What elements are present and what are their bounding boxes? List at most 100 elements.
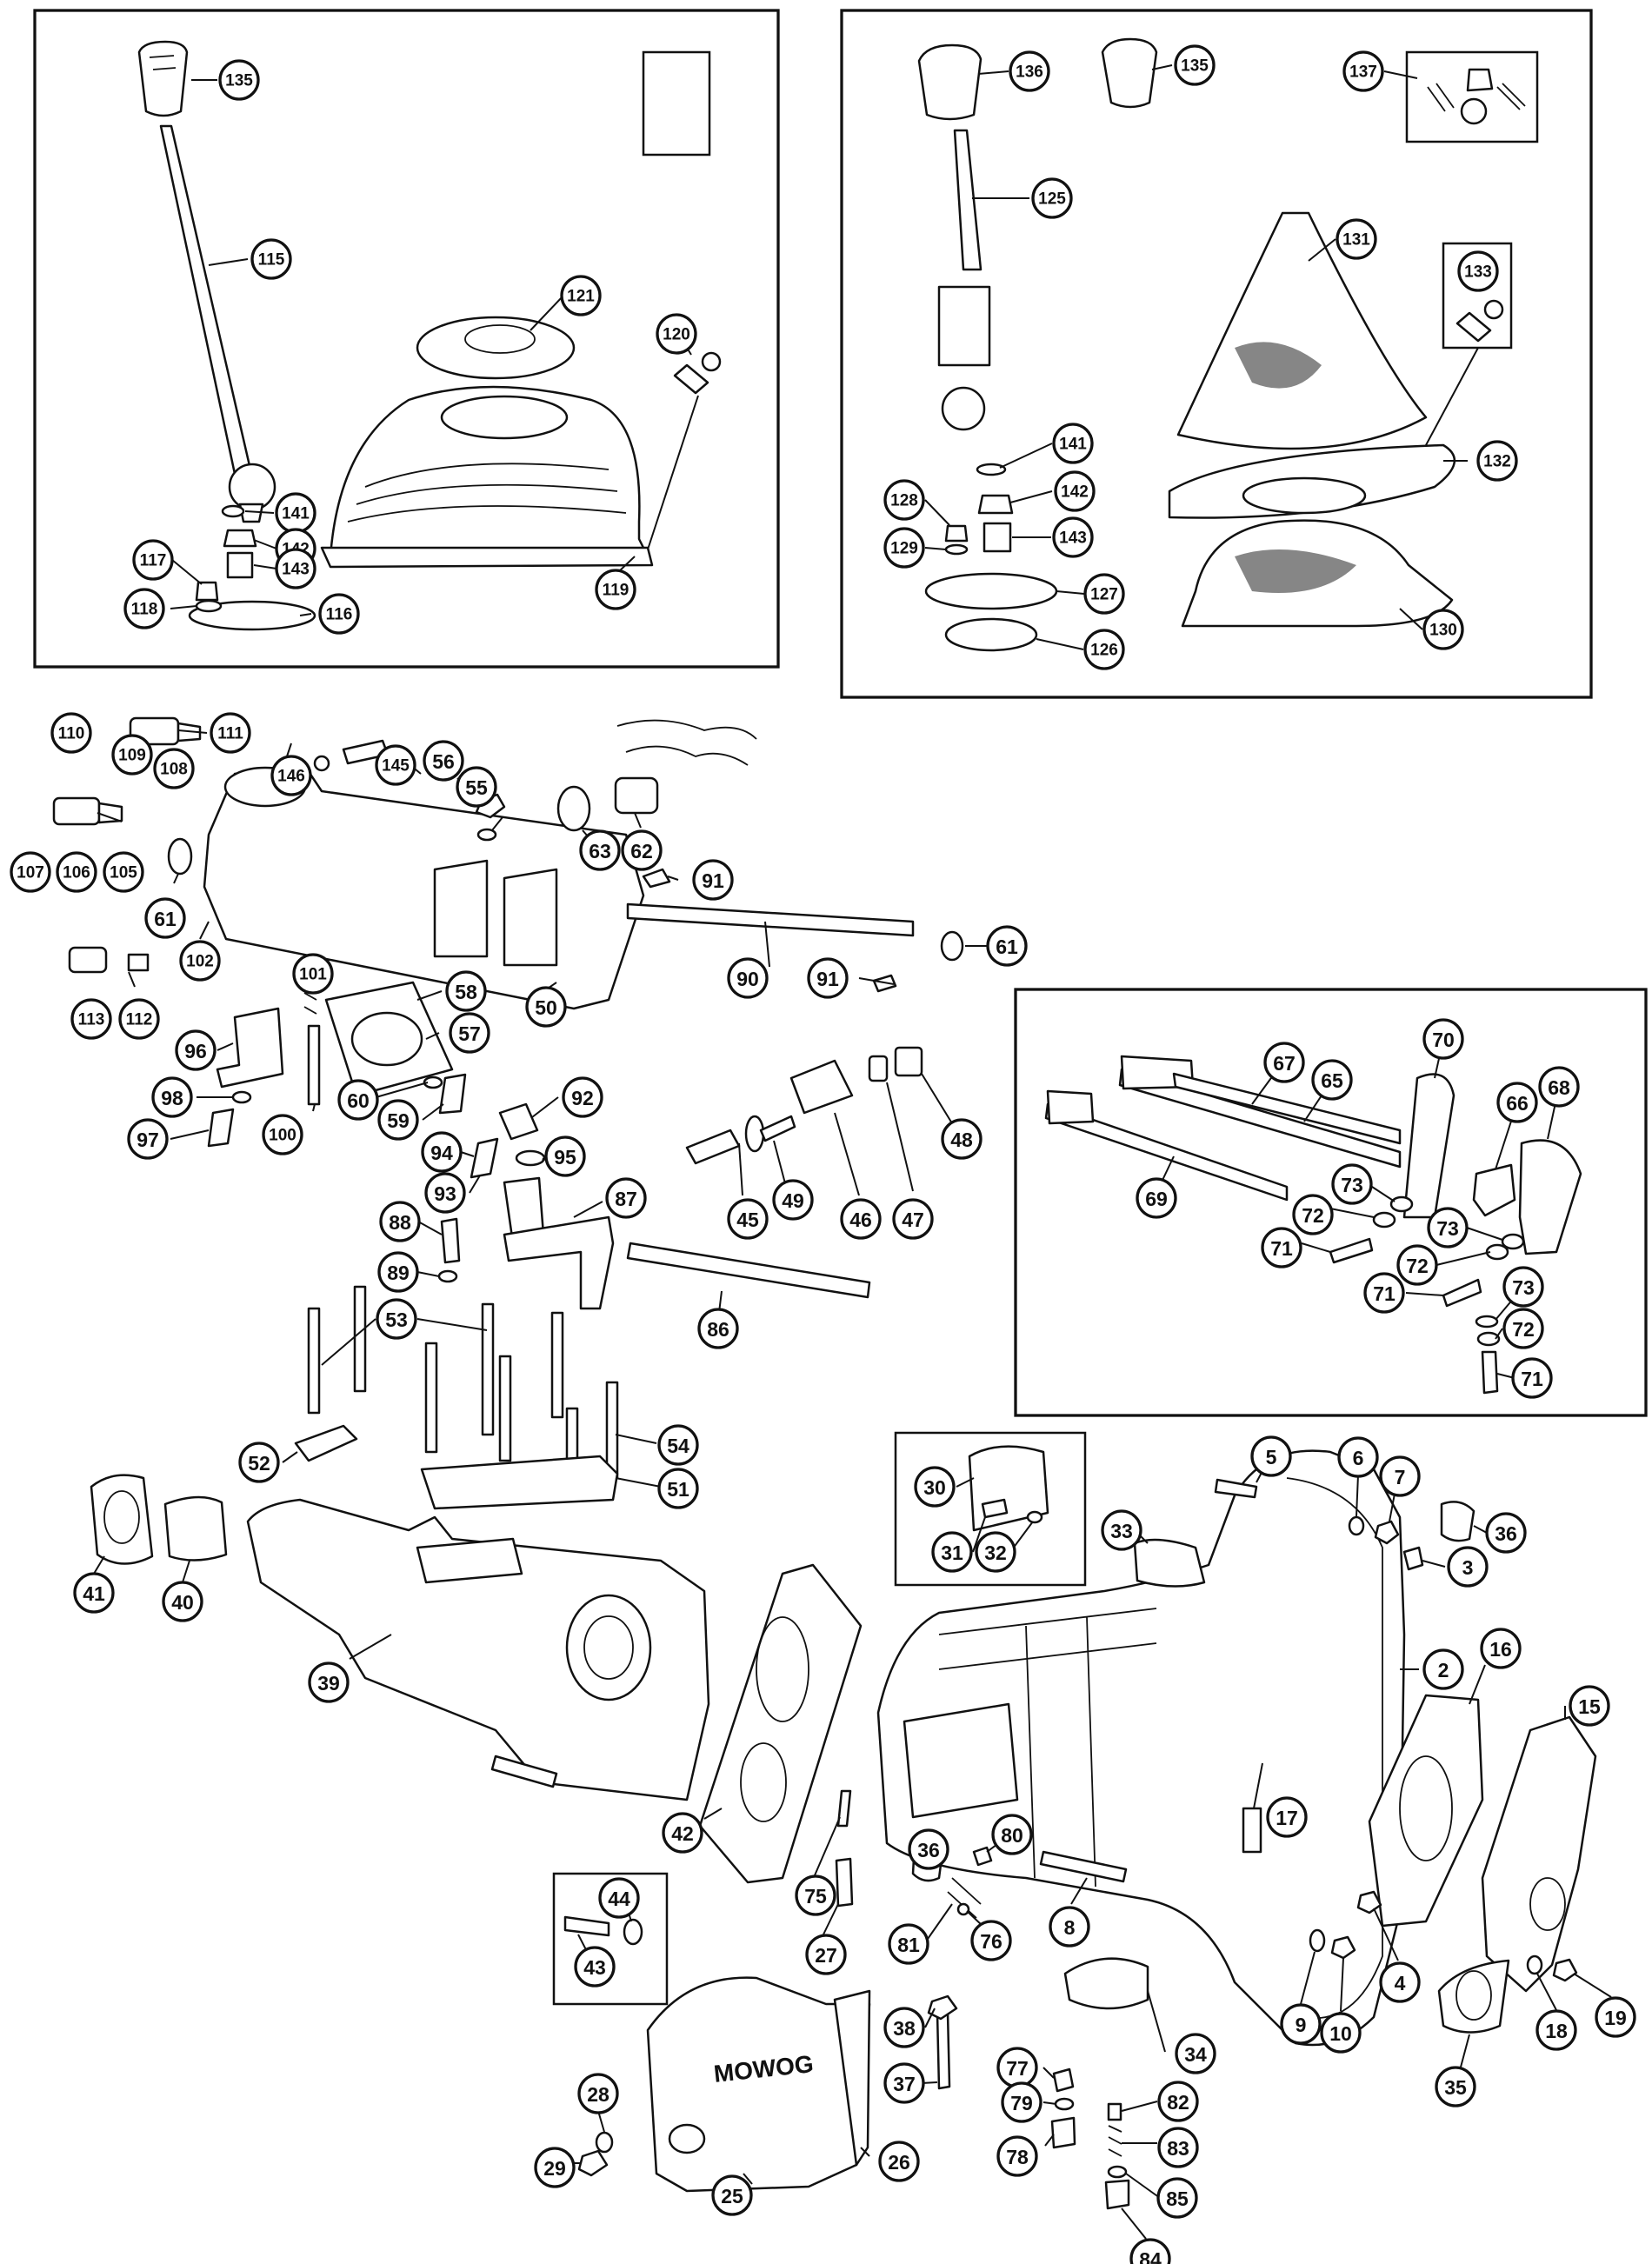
callout-label: 33 [1110,1520,1133,1542]
callout-circle [525,986,567,1028]
callout-circle [996,2135,1038,2177]
callout-circle [975,1531,1016,1573]
callout-136: 136 [1009,50,1050,92]
callout-circle [1175,2033,1216,2074]
callout-71: 71 [1511,1357,1553,1399]
callout-label: 50 [535,996,557,1019]
callout-109: 109 [111,734,153,776]
callout-35: 35 [1435,2066,1476,2108]
callout-circle [574,1946,616,1988]
callout-label: 107 [17,864,44,882]
callout-circle [153,748,195,789]
callout-circle [56,851,97,893]
callout-label: 57 [458,1022,481,1045]
callout-label: 73 [1436,1217,1459,1240]
callout-18: 18 [1535,2009,1577,2051]
callout-circle [657,1468,699,1509]
callout-98: 98 [151,1076,193,1118]
nut-19 [1552,1958,1578,1982]
callout-118: 118 [123,588,165,629]
callout-circle [560,275,602,316]
callout-label: 88 [389,1211,411,1234]
callout-4: 4 [1379,1961,1421,2003]
bolt-37 [936,2011,951,2090]
callout-8: 8 [1049,1906,1090,1948]
callout-circle [1447,1546,1489,1588]
callout-label: 120 [663,326,690,344]
callout-circle [772,1179,814,1221]
callout-101: 101 [292,953,334,995]
callout-circle [579,829,621,871]
callout-10: 10 [1320,2012,1362,2054]
callout-circle [1009,50,1050,92]
callout-circle [1157,2081,1199,2122]
callout-circle [795,1874,836,1916]
callout-circle [262,1114,303,1155]
bolt-43-44 [490,1755,558,1788]
callout-circle [1538,1066,1580,1108]
callout-label: 141 [1059,436,1087,454]
callout-label: 36 [1495,1522,1517,1545]
callout-label: 108 [160,761,188,779]
callout-141: 141 [275,492,316,534]
washer-28 [595,2131,614,2154]
screw-120 [673,351,722,395]
callout-label: 142 [1061,483,1089,502]
screw-133 [1455,299,1504,343]
callout-label: 125 [1038,190,1066,209]
callout-circle [1396,1244,1438,1286]
callout-circle [1422,609,1464,650]
callout-circle [210,712,251,754]
callout-75: 75 [795,1874,836,1916]
callout-circle [1379,1455,1421,1497]
callout-130: 130 [1422,609,1464,650]
callout-71: 71 [1261,1227,1302,1269]
callout-circle [10,851,51,893]
washer-73-c [1475,1315,1499,1328]
callout-17: 17 [1266,1796,1308,1838]
callout-circle [970,1920,1012,1961]
screw-78 [1050,2116,1076,2149]
callout-31: 31 [931,1531,973,1573]
callout-label: 59 [387,1109,410,1132]
selector-fork-68 [1518,1139,1582,1255]
subframe-137 [1405,50,1539,143]
mounting-34 [1063,1957,1149,2010]
screw-128 [944,524,969,543]
callout-42: 42 [662,1812,703,1854]
callout-circle [1101,1509,1142,1551]
callout-143: 143 [275,548,316,589]
callout-label: 34 [1184,2043,1207,2066]
bolt-43-44-detail [563,1915,643,1946]
callout-circle [1001,2081,1042,2123]
callout-label: 94 [430,1142,453,1164]
callout-label: 39 [317,1672,340,1695]
callout-label: 81 [897,1934,920,1956]
callout-label: 110 [58,725,85,743]
selector-rod-90 [626,902,915,937]
callout-label: 143 [1059,529,1087,548]
subframe-30-32 [894,1431,1087,1587]
callout-circle [292,953,334,995]
callout-label: 92 [571,1087,594,1109]
pin-91-a [642,868,671,889]
callout-label: 43 [583,1956,606,1979]
callout-label: 19 [1604,2007,1627,2029]
callout-72: 72 [1396,1244,1438,1286]
callout-94: 94 [421,1131,463,1173]
callout-label: 62 [630,840,653,862]
callout-circle [423,740,464,782]
callout-43: 43 [574,1946,616,1988]
callout-83: 83 [1157,2127,1199,2168]
callout-circle [1595,1996,1636,2038]
callout-label: 133 [1464,263,1492,282]
callout-label: 27 [815,1944,837,1967]
callout-circle [144,897,186,939]
callout-label: 65 [1321,1069,1343,1092]
plug-61-a [167,837,193,876]
spring-83 [1108,2125,1122,2157]
plunger-100 [307,1024,321,1106]
callout-46: 46 [840,1198,882,1240]
callout-circle [379,1201,421,1242]
